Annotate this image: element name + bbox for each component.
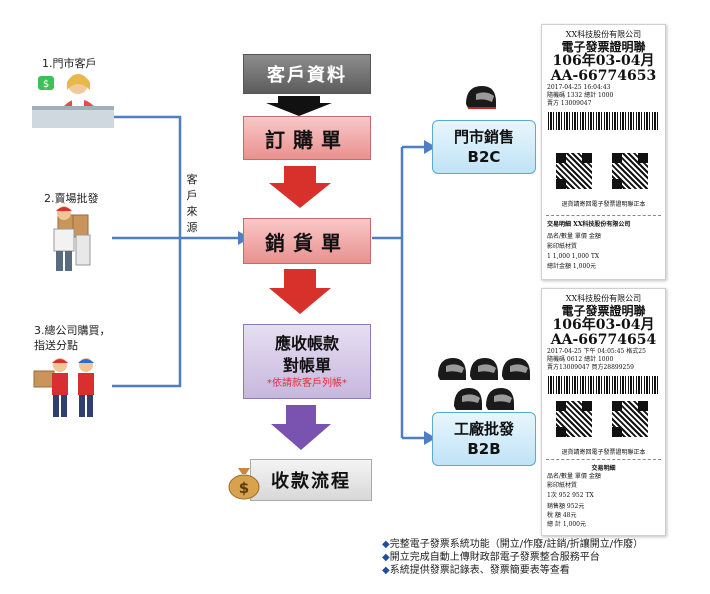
b2c-label-2: B2C [467,148,501,166]
receipt-random-code: 隨機碼 0612 總計 1000 [547,356,614,363]
feature-item: ◆系統提供發票記錄表、發票簡要表等查看 [382,564,643,577]
collection-label: 收款流程 [271,471,351,492]
receipt-company: XX科技股份有限公司 [565,294,642,303]
receivable-label-2: 對帳單 [282,355,331,375]
down-arrow-black [266,96,332,116]
feature-item: ◆完整電子發票系統功能（開立/作廢/註銷/折讓開立/作廢） [382,538,643,551]
receipt-random-code: 隨機碼 1332 總計 1000 [547,92,614,99]
receivable-box: 應收帳款 對帳單 *依請款客戶列帳* [243,324,371,399]
receipt-detail-sales: 銷售額 952元 [547,503,585,510]
down-arrow-red-2 [269,269,331,314]
receipt-period: 106年03-04月 [552,53,655,69]
b2c-label-1: 門市銷售 [453,128,514,146]
diamond-bullet-icon: ◆ [382,539,390,550]
down-arrow-purple [271,405,331,450]
customer-data-label: 客戶資料 [267,65,347,86]
receipt-detail-total: 總計金額 1,000元 [547,263,597,270]
receipt-number: AA-66774653 [550,68,657,84]
receipt-return-note: 退貨請寄回電子發票證明聯正本 [561,201,646,208]
receipt-detail-header: 品名/數量 單價 金額 [547,233,601,240]
purchase-order-box: 訂購單 [243,116,371,160]
customer-source-label: 客戶來源 [186,173,198,234]
qr-code-icon [556,153,592,189]
receipt-detail-total: 總 計 1,000元 [547,521,586,528]
customer-data-box: 客戶資料 [243,54,371,94]
receipt-period: 106年03-04月 [552,317,655,333]
receipt-detail-title: 交易明細 XX科技股份有限公司 [547,221,631,228]
receipt-detail-row: 1 1,000 1,000 TX [547,253,600,260]
b2b-label-1: 工廠批發 [453,420,514,438]
svg-text:$: $ [43,79,49,90]
feature-text: 完整電子發票系統功能（開立/作廢/註銷/折讓開立/作廢） [389,539,644,550]
receipt-number: AA-66774654 [550,332,657,348]
down-arrow-red-1 [269,166,331,208]
cashier-person-icon: $ [32,74,114,128]
receipt-seller-buyer: 賣方13009047 買方28899259 [547,364,634,371]
feature-list: ◆完整電子發票系統功能（開立/作廢/註銷/折讓開立/作廢） ◆開立完成自動上傳財… [382,538,643,577]
qr-code-icon [612,153,648,189]
qr-code-icon [612,401,648,437]
receivable-note: *依請款客戶列帳* [267,377,347,389]
receipt-seller: 賣方 13009047 [547,100,592,107]
feature-text: 系統提供發票記錄表、發票簡要表等查看 [389,565,570,576]
b2b-label-2: B2B [467,440,501,458]
receipt-datetime: 2017-04-25 16:04:43 [547,84,611,91]
receipt-datetime: 2017-04-25 下午 04:05:45 格式25 [547,348,646,355]
b2b-factory-wholesale-box: 工廠批發 B2B [432,412,536,466]
receipt-b2b: XX科技股份有限公司 電子發票證明聯 106年03-04月 AA-6677465… [541,288,666,536]
receipt-divider [546,215,661,216]
receipt-b2c: XX科技股份有限公司 電子發票證明聯 106年03-04月 AA-6677465… [541,24,666,280]
b2c-store-sales-box: 門市銷售 B2C [432,120,536,174]
source-label-hq-line1: 3.總公司購買， [34,324,111,337]
courier-people-icon [33,358,94,417]
receipt-detail-item: 影印紙材質 [547,243,578,250]
receipt-detail-row: 1次 952 952 TX [547,492,594,499]
barcode-icon [548,376,659,394]
qr-code-icon [556,401,592,437]
purchase-order-label: 訂購單 [265,127,349,152]
receipt-title: 電子發票證明聯 [561,40,646,54]
receipt-detail-tax: 稅 額 48元 [547,512,577,519]
money-bag-icon: $ [228,468,260,500]
receipt-title: 電子發票證明聯 [561,304,646,318]
svg-text:$: $ [239,479,249,497]
source-label-wholesale: 2.賣場批發 [44,192,99,205]
helmet-icon [466,86,496,109]
feature-text: 開立完成自動上傳財政部電子發票整合服務平台 [389,552,600,563]
receipt-return-note: 退貨請寄回電子發票證明聯正本 [561,449,646,456]
feature-item: ◆開立完成自動上傳財政部電子發票整合服務平台 [382,551,643,564]
sales-order-label: 銷貨單 [265,230,349,255]
helmet-group-icon [438,358,530,410]
delivery-person-icon [53,206,91,271]
sales-order-box: 銷貨單 [243,218,371,264]
receivable-label-1: 應收帳款 [274,333,339,353]
source-label-store: 1.門市客戶 [42,57,97,70]
receipt-detail-item: 影印紙材質 [547,482,578,489]
collection-box: 收款流程 [250,459,372,501]
source-label-hq-line2: 指送分點 [34,339,78,352]
diamond-bullet-icon: ◆ [382,552,390,563]
receipt-divider [546,459,661,460]
receipt-company: XX科技股份有限公司 [565,30,642,39]
barcode-icon [548,112,659,130]
diamond-bullet-icon: ◆ [382,565,390,576]
receipt-detail-title: 交易明細 [591,465,616,472]
receipt-detail-header: 品名/數量 單價 金額 [547,473,601,480]
